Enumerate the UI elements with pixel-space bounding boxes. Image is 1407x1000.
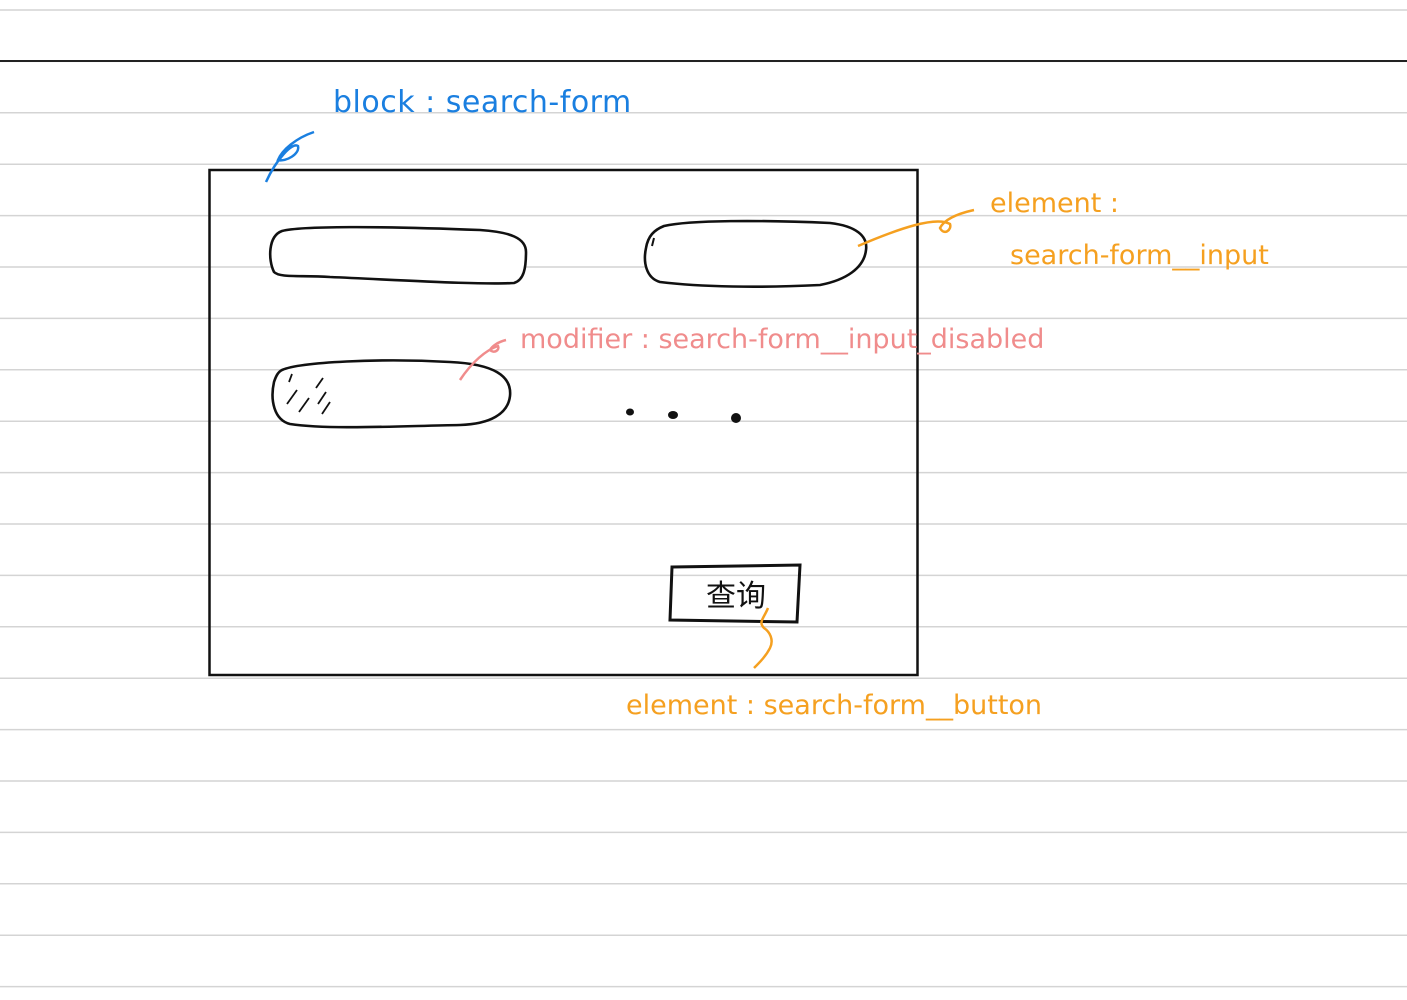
button-element-annotation: element : search-form__button: [626, 690, 1043, 721]
modifier-pointer: [458, 338, 507, 381]
input-element-annotation-line1: element :: [990, 188, 1120, 219]
input-element-pointer: [857, 208, 975, 248]
disabled-hatch: [286, 373, 331, 415]
input-2-stroke-tail: [651, 237, 655, 247]
search-form-block: [208, 168, 919, 677]
search-form-input-disabled: [271, 359, 512, 429]
input-element-annotation-line2: search-form__input: [1010, 240, 1269, 271]
more-inputs-ellipsis: [626, 408, 741, 423]
modifier-annotation: modifier : search-form__input_disabled: [520, 324, 1045, 355]
ruled-lines: [0, 9, 1407, 988]
block-annotation: block : search-form: [333, 85, 632, 120]
search-form-button[interactable]: [668, 563, 802, 624]
search-form-input-1[interactable]: [268, 225, 528, 285]
search-form-input-2[interactable]: [643, 219, 868, 288]
block-pointer: [264, 130, 315, 183]
button-element-brace: [753, 607, 773, 669]
